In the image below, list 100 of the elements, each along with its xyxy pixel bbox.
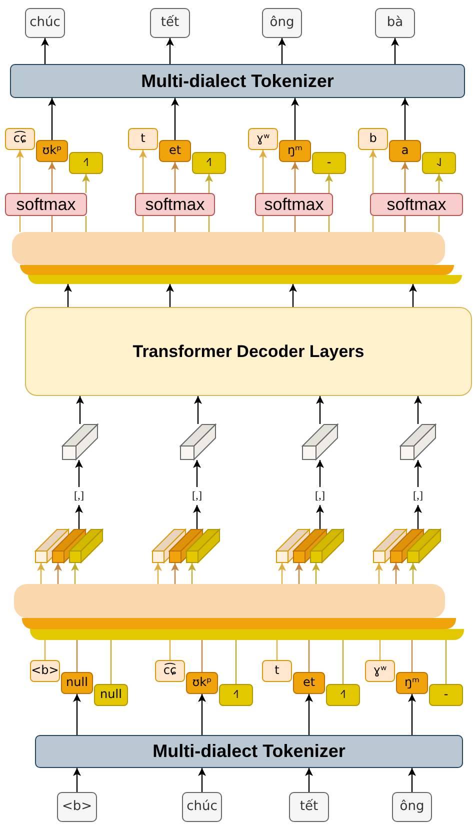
arrow xyxy=(198,694,206,735)
arrow xyxy=(291,162,299,193)
arrow xyxy=(154,563,162,584)
arrow xyxy=(409,563,417,584)
embedding-band xyxy=(28,275,462,284)
connector-line xyxy=(169,640,171,660)
arrow xyxy=(75,505,83,529)
token-box: - xyxy=(429,684,463,706)
embedding-band xyxy=(12,232,445,265)
arrow xyxy=(316,460,324,487)
token-box: ˧˥ xyxy=(192,152,226,174)
arrow xyxy=(414,396,422,424)
connector-line xyxy=(201,640,203,672)
arrow xyxy=(414,505,422,529)
token-box: ŋᵐ xyxy=(396,672,428,694)
token-box: b xyxy=(358,128,388,150)
arrow xyxy=(305,768,313,792)
arrow xyxy=(166,38,174,64)
embedding-band xyxy=(22,618,456,629)
arrow xyxy=(401,98,409,140)
token-box: - xyxy=(312,152,346,174)
token-box: ʊkᵖ xyxy=(36,140,68,162)
token-box: <b> xyxy=(30,660,60,682)
softmax-box: softmax xyxy=(370,193,463,216)
decoder-box: Transformer Decoder Layers xyxy=(25,307,472,396)
connector-line xyxy=(294,216,296,232)
arrow xyxy=(316,505,324,529)
arrow xyxy=(16,150,24,193)
connector-line xyxy=(342,640,344,684)
arrow xyxy=(291,98,299,140)
arrow xyxy=(73,768,81,792)
softmax-box: softmax xyxy=(135,193,215,216)
concat-label: [,] xyxy=(409,487,427,505)
arrow xyxy=(193,505,201,529)
connector-line xyxy=(208,216,210,232)
token-box: et xyxy=(159,140,191,162)
vector-cuboid xyxy=(302,424,338,460)
connector-line xyxy=(445,640,447,684)
arrow xyxy=(392,563,400,584)
connector-line xyxy=(85,216,87,232)
connector-line xyxy=(51,216,53,232)
arrow xyxy=(64,284,72,307)
vector-cuboid xyxy=(407,529,441,563)
connector-line xyxy=(328,216,330,232)
arrow xyxy=(76,396,84,424)
arrow xyxy=(166,284,174,307)
arrow xyxy=(205,174,213,193)
connector-line xyxy=(411,640,413,672)
arrow xyxy=(305,694,313,735)
arrow xyxy=(188,563,196,584)
connector-line xyxy=(235,640,237,684)
connector-line xyxy=(438,216,440,232)
arrow xyxy=(75,460,83,487)
arrow xyxy=(408,694,416,735)
token-box: null xyxy=(94,684,128,706)
vector-cuboid xyxy=(180,424,216,460)
arrow xyxy=(54,563,62,584)
arrow xyxy=(312,563,320,584)
concat-label: [,] xyxy=(311,487,329,505)
word-box: chúc xyxy=(182,792,222,822)
arrow xyxy=(71,563,79,584)
token-box: t xyxy=(262,660,292,682)
token-box: ɣʷ xyxy=(365,660,395,682)
connector-line xyxy=(276,640,278,660)
connector-line xyxy=(44,640,46,660)
arrow xyxy=(278,38,286,64)
word-box: ông xyxy=(262,8,302,38)
vector-cuboid xyxy=(69,529,103,563)
arrow xyxy=(435,174,443,193)
concat-label: [,] xyxy=(188,487,206,505)
arrow xyxy=(37,563,45,584)
arrow xyxy=(171,162,179,193)
tokenizer-box: Multi-dialect Tokenizer xyxy=(10,64,465,98)
connector-line xyxy=(372,216,374,232)
embedding-band xyxy=(30,629,464,640)
softmax-box: softmax xyxy=(5,193,87,216)
connector-line xyxy=(308,640,310,672)
arrow xyxy=(409,284,417,307)
arrow xyxy=(193,460,201,487)
connector-line xyxy=(379,640,381,660)
connector-line xyxy=(19,216,21,232)
arrow xyxy=(48,98,56,140)
arrow xyxy=(408,768,416,792)
arrow xyxy=(198,768,206,792)
arrow xyxy=(171,98,179,140)
arrow xyxy=(391,38,399,64)
token-box: et xyxy=(293,672,325,694)
vector-cuboid xyxy=(186,529,220,563)
arrow xyxy=(259,150,267,193)
connector-line xyxy=(404,216,406,232)
vector-cuboid xyxy=(400,424,436,460)
word-box: tết xyxy=(289,792,329,822)
token-box: c͡ɕ xyxy=(5,128,35,150)
arrow xyxy=(73,694,81,735)
arrow xyxy=(171,563,179,584)
arrow xyxy=(369,150,377,193)
vector-cuboid xyxy=(310,529,344,563)
token-box: c͡ɕ xyxy=(155,660,185,682)
word-box: chúc xyxy=(25,8,65,38)
embedding-band xyxy=(20,265,454,275)
